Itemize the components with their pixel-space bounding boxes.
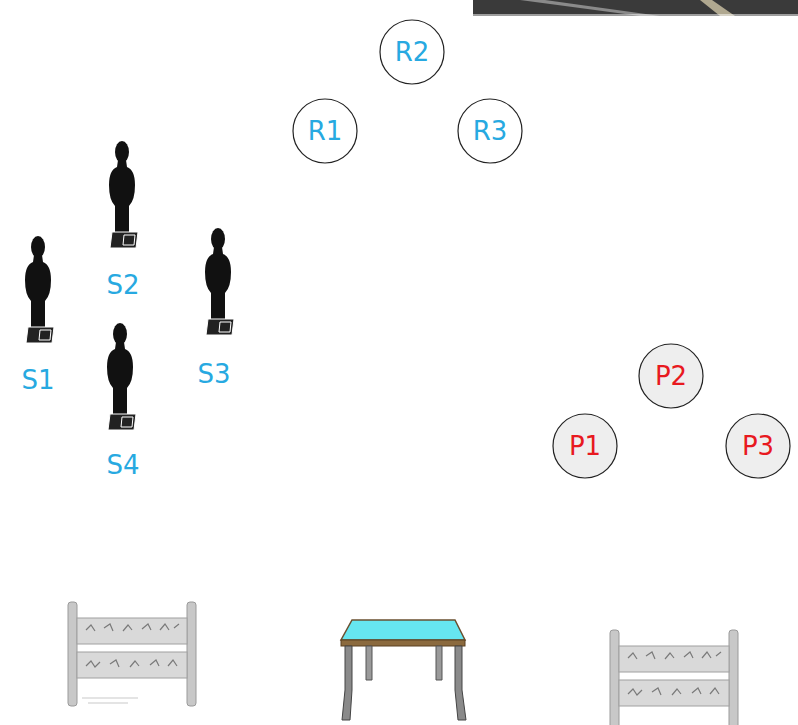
range-circle: R2 [379,19,445,85]
circle-shape [458,99,522,163]
position-circle: P1 [552,413,618,479]
target-silhouette [107,323,136,430]
target-silhouette [109,141,138,248]
target-label: S3 [197,361,230,387]
circle-label: P2 [655,363,687,389]
circle-label: P1 [569,433,601,459]
photo-corner [473,0,798,16]
circle-label: P3 [742,433,774,459]
node-text-holder: P3 [725,413,791,479]
node-text-holder: R2 [379,19,445,85]
position-circle: P3 [725,413,791,479]
barricade [610,630,738,725]
node-text-holder: P1 [552,413,618,479]
table [341,620,466,720]
circle-shape [553,414,617,478]
target-silhouette [25,236,54,343]
target-silhouette [205,228,234,335]
circle-label: R3 [473,118,508,144]
circle-label: R2 [395,39,430,65]
target-label: S4 [106,452,139,478]
node-text-holder: R1 [292,98,358,164]
target-label: S1 [21,367,54,393]
range-circle: R1 [292,98,358,164]
node-text-holder: P2 [638,343,704,409]
barricade [68,602,196,706]
circle-shape [293,99,357,163]
circle-shape [726,414,790,478]
circle-shape [639,344,703,408]
range-circle: R3 [457,98,523,164]
node-text-holder: R3 [457,98,523,164]
target-label: S2 [106,272,139,298]
circle-shape [380,20,444,84]
circle-label: R1 [308,118,343,144]
position-circle: P2 [638,343,704,409]
